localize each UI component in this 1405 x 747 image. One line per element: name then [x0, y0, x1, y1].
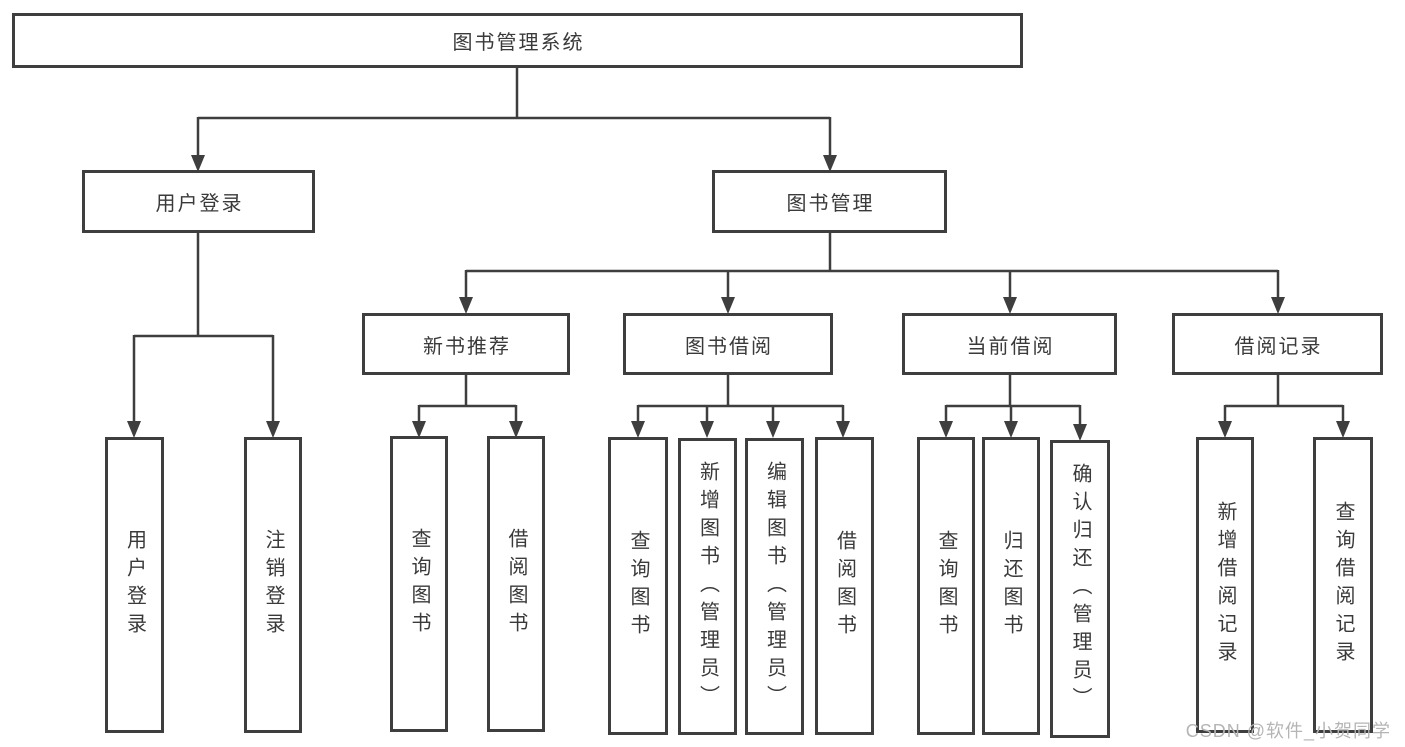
- leaf-confirm-return-admin-label: 确认归还（管理员）: [1069, 463, 1091, 715]
- leaf-add-book-admin: 新增图书（管理员）: [678, 438, 737, 735]
- node-user-login-branch-label: 用户登录: [155, 193, 244, 215]
- node-book-management-label: 图书管理: [786, 193, 875, 215]
- node-book-borrow: 图书借阅: [623, 313, 833, 375]
- node-current-borrow: 当前借阅: [902, 313, 1117, 375]
- leaf-add-book-admin-label: 新增图书（管理员）: [696, 460, 719, 713]
- node-root-system-label: 图书管理系统: [452, 32, 585, 54]
- csdn-watermark: CSDN @软件_小贺同学: [1185, 721, 1391, 741]
- node-new-book-recommend-label: 新书推荐: [423, 335, 511, 358]
- node-book-borrow-label: 图书借阅: [685, 335, 773, 358]
- node-current-borrow-label: 当前借阅: [966, 335, 1055, 358]
- leaf-logout-label: 注销登录: [262, 529, 284, 641]
- leaf-query-books-recommend: 查询图书: [390, 436, 448, 732]
- node-root-system: 图书管理系统: [12, 13, 1023, 68]
- leaf-borrow-books-label: 借阅图书: [833, 530, 856, 642]
- leaf-user-login: 用户登录: [105, 437, 164, 733]
- leaf-edit-book-admin-label: 编辑图书（管理员）: [763, 460, 786, 713]
- node-book-management: 图书管理: [712, 170, 947, 233]
- leaf-query-books-borrow: 查询图书: [608, 437, 668, 735]
- leaf-query-books-current-label: 查询图书: [935, 530, 957, 642]
- leaf-query-books-borrow-label: 查询图书: [627, 530, 649, 642]
- leaf-edit-book-admin: 编辑图书（管理员）: [745, 438, 804, 735]
- leaf-borrow-books-recommend: 借阅图书: [487, 436, 545, 732]
- leaf-confirm-return-admin: 确认归还（管理员）: [1050, 440, 1110, 738]
- leaf-borrow-books-recommend-label: 借阅图书: [505, 528, 527, 640]
- leaf-borrow-books: 借阅图书: [815, 437, 874, 735]
- leaf-return-books-label: 归还图书: [1000, 530, 1022, 642]
- node-borrow-records: 借阅记录: [1172, 313, 1383, 375]
- leaf-query-books-current: 查询图书: [917, 437, 975, 735]
- node-user-login-branch: 用户登录: [82, 170, 315, 233]
- node-borrow-records-label: 借阅记录: [1234, 335, 1323, 358]
- leaf-return-books: 归还图书: [982, 437, 1040, 735]
- leaf-query-books-recommend-label: 查询图书: [408, 528, 430, 640]
- node-new-book-recommend: 新书推荐: [362, 313, 570, 375]
- leaf-query-borrow-record: 查询借阅记录: [1313, 437, 1373, 733]
- leaf-add-borrow-record-label: 新增借阅记录: [1214, 501, 1236, 669]
- leaf-logout: 注销登录: [244, 437, 302, 733]
- leaf-user-login-label: 用户登录: [123, 529, 146, 641]
- leaf-query-borrow-record-label: 查询借阅记录: [1332, 501, 1354, 669]
- leaf-add-borrow-record: 新增借阅记录: [1196, 437, 1254, 733]
